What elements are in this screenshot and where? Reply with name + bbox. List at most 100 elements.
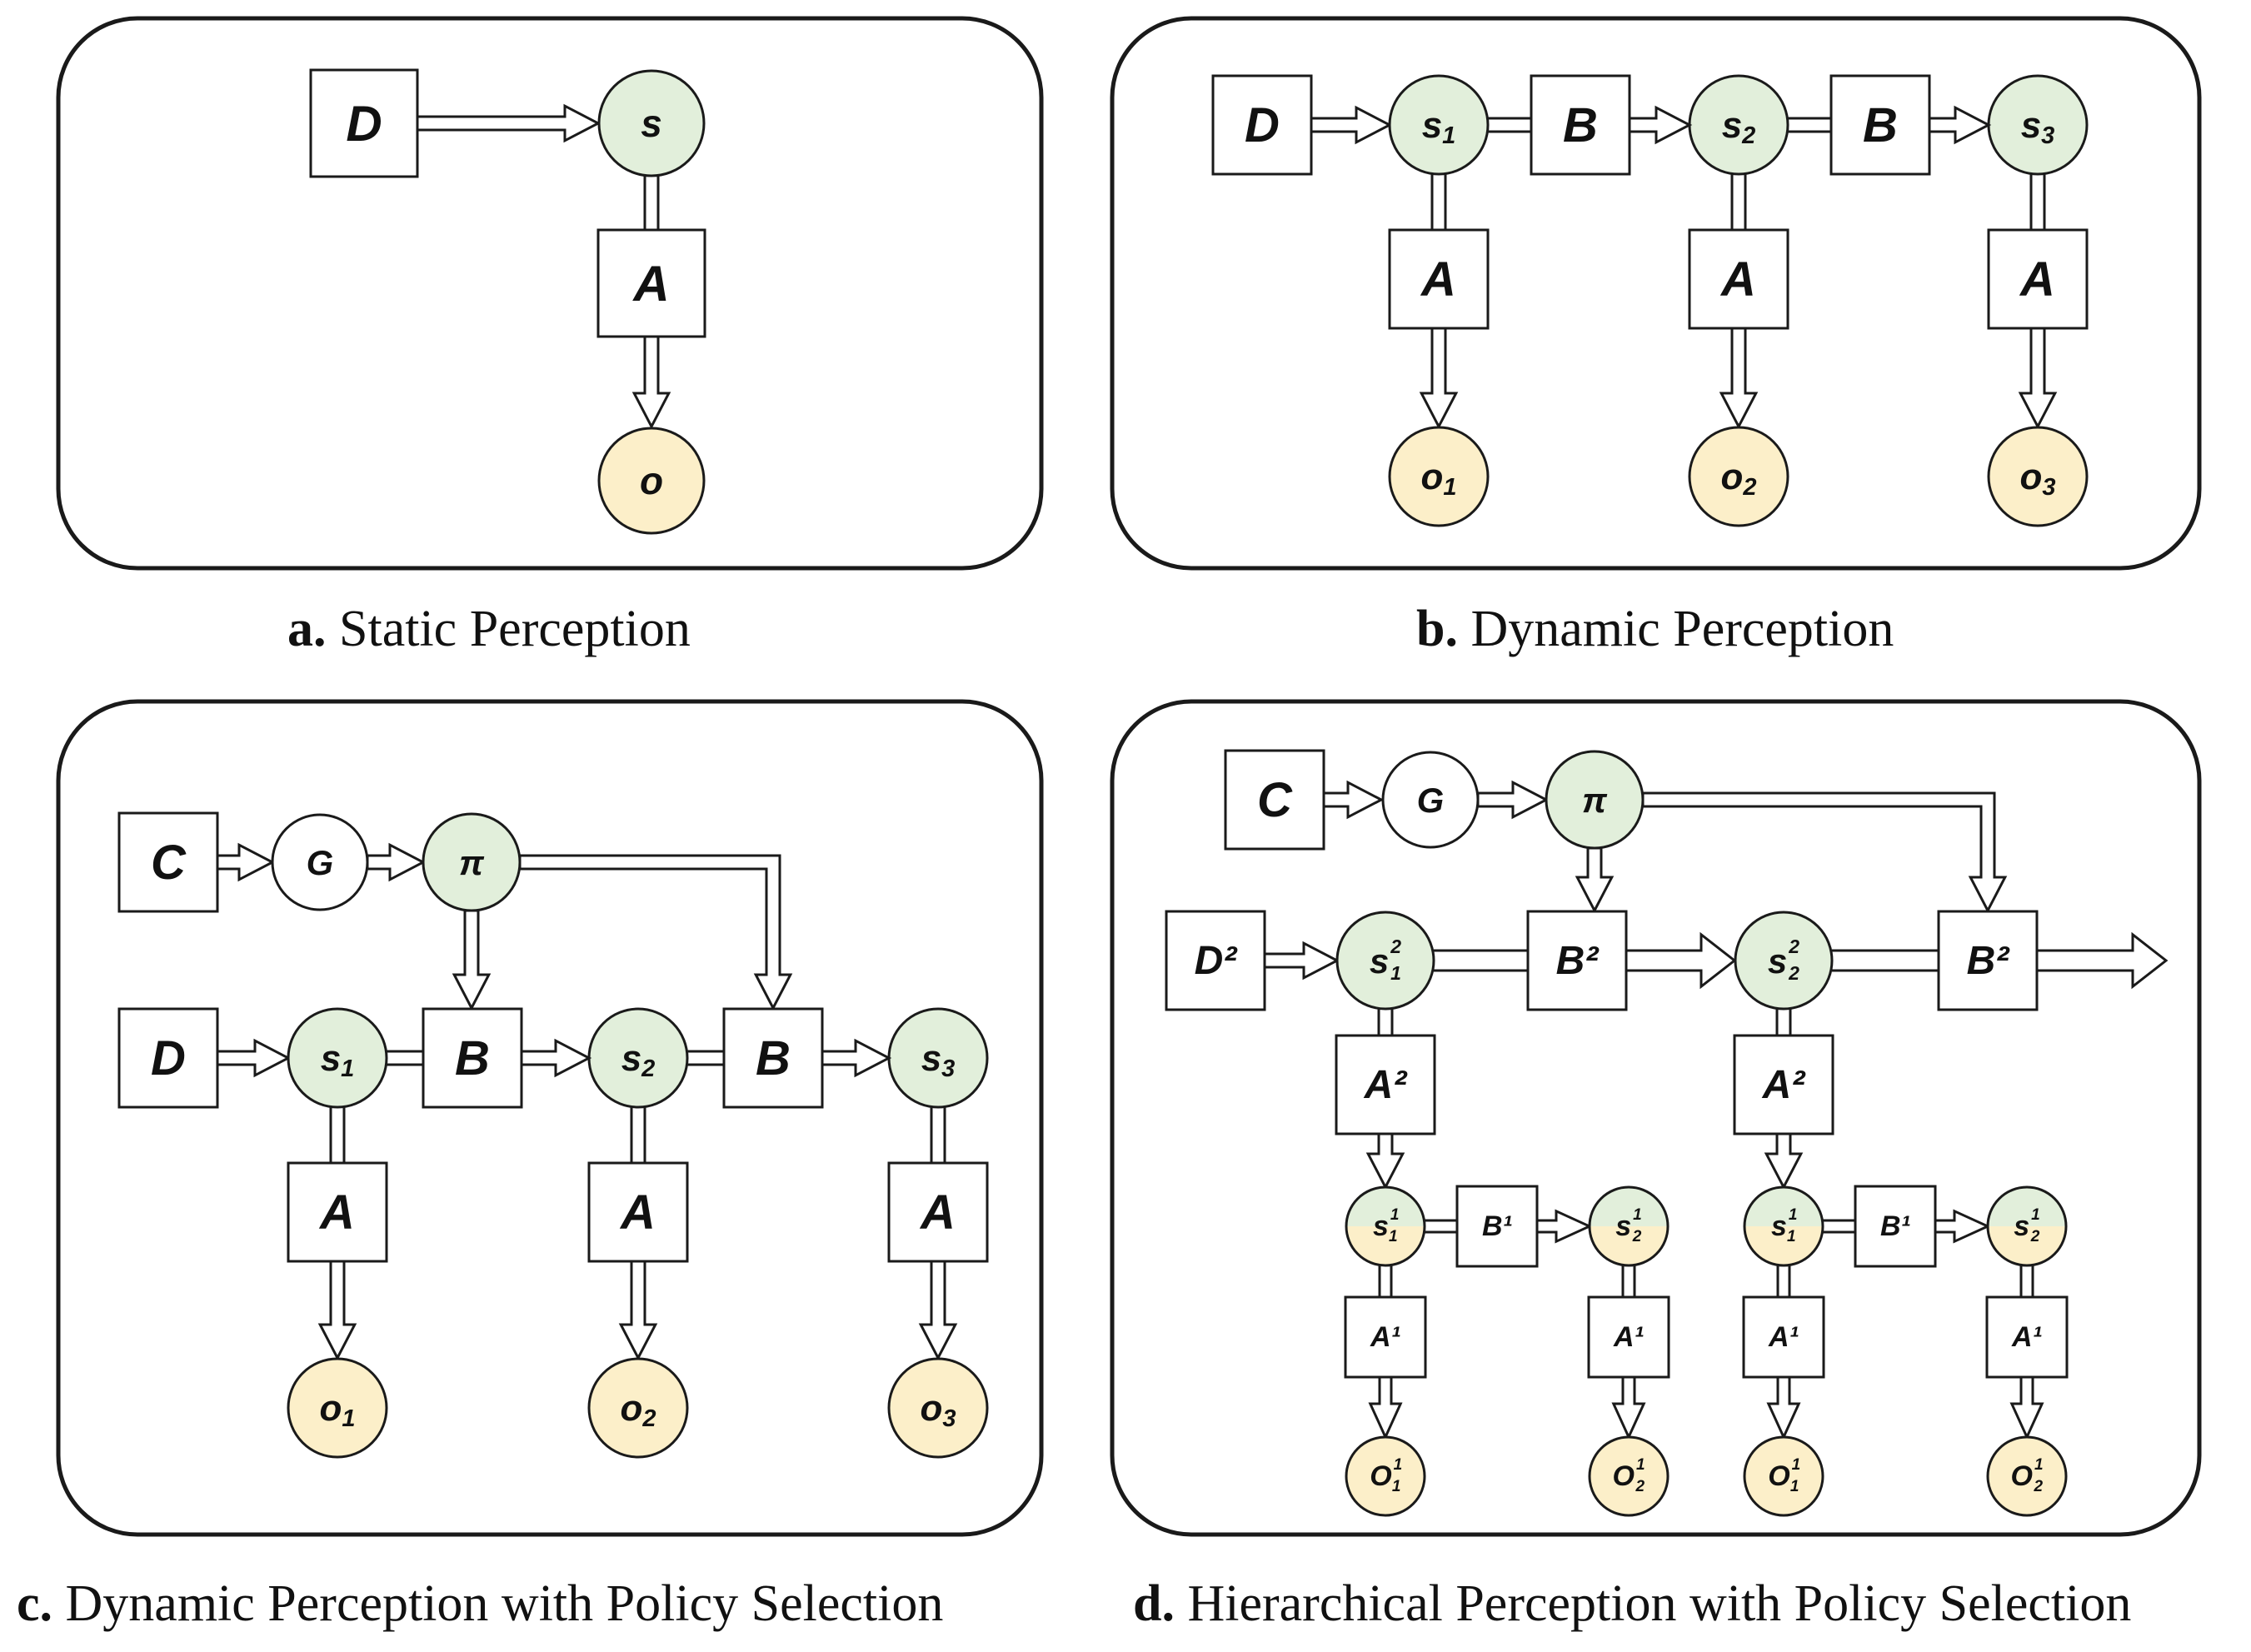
d-D2-box: [1165, 910, 1266, 1011]
c-pi-to-B1-arrow: [452, 909, 492, 1011]
c-s2-A-connector: [630, 1107, 646, 1163]
d-B2b-box: [1937, 910, 2039, 1011]
d-branch1-s1-level1-node: [1345, 1185, 1426, 1267]
d-branch2-A1-to-O-arrow-1: [1766, 1375, 1801, 1440]
a-s-node: [597, 69, 706, 177]
b-s2-B-connector: [1788, 117, 1831, 133]
d-branch1-A1-to-O-arrow-1: [1368, 1375, 1403, 1440]
d-C-box: [1224, 749, 1325, 851]
d-D2-box-label: D²: [1195, 939, 1239, 983]
b-s1-node-label: s1: [1422, 105, 1456, 150]
a-D-to-s-arrow: [416, 103, 601, 143]
d-branch2-A1-box-2-label: A¹: [2011, 1321, 2042, 1353]
d-branch2-s2-A1-connector: [2019, 1265, 2034, 1297]
b-A3-to-o-arrow: [2018, 327, 2058, 430]
b-A3-box: [1987, 228, 2089, 330]
b-o3-node-label: o3: [2019, 457, 2055, 502]
c-A2-box-label: A: [619, 1185, 656, 1240]
d-branch2-A1-box-1-label: A¹: [1768, 1321, 1799, 1353]
c-s2-node-label: s2: [621, 1038, 656, 1083]
b-A1-to-o-arrow: [1419, 327, 1459, 430]
d-pi-node-label: π: [1582, 781, 1608, 820]
c-s2-B-connector: [687, 1050, 724, 1066]
d-branch2-A2-to-s1-arrow: [1764, 1132, 1804, 1190]
d-branch2-s2-level1-node: [1986, 1185, 2068, 1267]
d-branch1-O2-node: [1588, 1435, 1670, 1517]
a-o-node-label: o: [640, 459, 663, 502]
a-A-box-label: A: [631, 256, 669, 312]
d-branch2-O2-node: [1986, 1435, 2068, 1517]
d-B2a-box-label: B²: [1556, 939, 1600, 983]
c-s1-node-label: s1: [321, 1038, 355, 1083]
d-branch2-O1-node: [1743, 1435, 1824, 1517]
b-B1-to-s2-arrow: [1628, 105, 1693, 145]
d-branch2-A2-box: [1733, 1034, 1834, 1135]
c-C-box-label: C: [151, 836, 187, 890]
c-s3-node-label: s3: [921, 1038, 956, 1083]
d-branch2-s2-A2-connector: [1775, 1009, 1792, 1036]
caption-c: c. Dynamic Perception with Policy Select…: [17, 1575, 943, 1632]
d-branch1-s1-A1-connector: [1378, 1265, 1393, 1297]
d-pi-to-B2a-arrow: [1575, 846, 1615, 914]
d-branch1-A2-box-label: A²: [1364, 1063, 1409, 1107]
b-A1-box-label: A: [1420, 252, 1456, 307]
d-s1-level2-node: [1335, 911, 1435, 1011]
d-branch1-s11-B1-connector: [1425, 1219, 1457, 1234]
d-branch1-A1-box-2: [1587, 1295, 1670, 1379]
d-branch2-B1-box-label: B¹: [1880, 1210, 1910, 1242]
c-o3-node: [887, 1357, 989, 1459]
c-o1-node-label: o1: [319, 1388, 355, 1433]
c-B2-to-s3-arrow: [821, 1038, 892, 1078]
d-branch1-A2-to-s1-arrow: [1365, 1132, 1405, 1190]
c-G-to-pi-arrow: [366, 842, 427, 882]
a-D-box-label: D: [346, 96, 382, 152]
b-s1-node: [1388, 74, 1490, 176]
c-D-box-label: D: [151, 1031, 186, 1086]
panel-c-frame: [56, 699, 1044, 1537]
d-D2-to-s12-arrow: [1263, 941, 1340, 981]
c-G-node-label: G: [307, 843, 334, 882]
b-A2-box-label: A: [1719, 252, 1756, 307]
d-C-box-label: C: [1257, 773, 1293, 827]
c-pi-to-B2-arrow: [518, 854, 793, 1011]
c-D-box: [117, 1007, 219, 1109]
d-B2b-out-arrow: [2035, 931, 2169, 990]
d-branch1-A1-box-2-label: A¹: [1613, 1321, 1644, 1353]
b-D-to-s1-arrow: [1310, 105, 1393, 145]
d-branch1-s2-A2-connector: [1377, 1009, 1394, 1036]
d-branch2-A1-to-O-arrow-2: [2009, 1375, 2044, 1440]
d-s2-level2-node: [1734, 911, 1834, 1011]
c-A1-box-label: A: [318, 1185, 355, 1240]
b-o3-node: [1987, 426, 2089, 527]
c-A1-box: [287, 1161, 388, 1263]
d-B2b-box-label: B²: [1967, 939, 2011, 983]
a-s-node-label: s: [641, 102, 662, 145]
c-s1-node: [287, 1007, 388, 1109]
d-branch1-A1-to-O-arrow-2: [1611, 1375, 1646, 1440]
d-branch1-A1-box-1: [1344, 1295, 1427, 1379]
c-B1-box-label: B: [455, 1031, 490, 1086]
d-pi-to-B2b-arrow: [1641, 791, 2008, 914]
d-s22-B2b-connector: [1832, 949, 1939, 972]
a-A-box: [596, 228, 706, 338]
c-o1-node: [287, 1357, 388, 1459]
d-B2a-box: [1526, 910, 1628, 1011]
c-o2-node-label: o2: [620, 1388, 656, 1433]
c-o2-node: [587, 1357, 689, 1459]
a-A-to-o-arrow: [631, 335, 671, 430]
c-s3-A-connector: [930, 1107, 946, 1163]
b-B2-to-s3-arrow: [1928, 105, 1992, 145]
b-o2-node-label: o2: [1720, 457, 1756, 502]
d-C-to-G-arrow: [1322, 780, 1385, 820]
c-C-box: [117, 811, 219, 913]
panel-a-frame: [56, 16, 1044, 571]
c-A2-to-o-arrow: [618, 1260, 658, 1361]
d-s12-B2-connector: [1434, 949, 1528, 972]
c-B2-box-label: B: [756, 1031, 791, 1086]
caption-a: a. Static Perception: [287, 601, 691, 657]
